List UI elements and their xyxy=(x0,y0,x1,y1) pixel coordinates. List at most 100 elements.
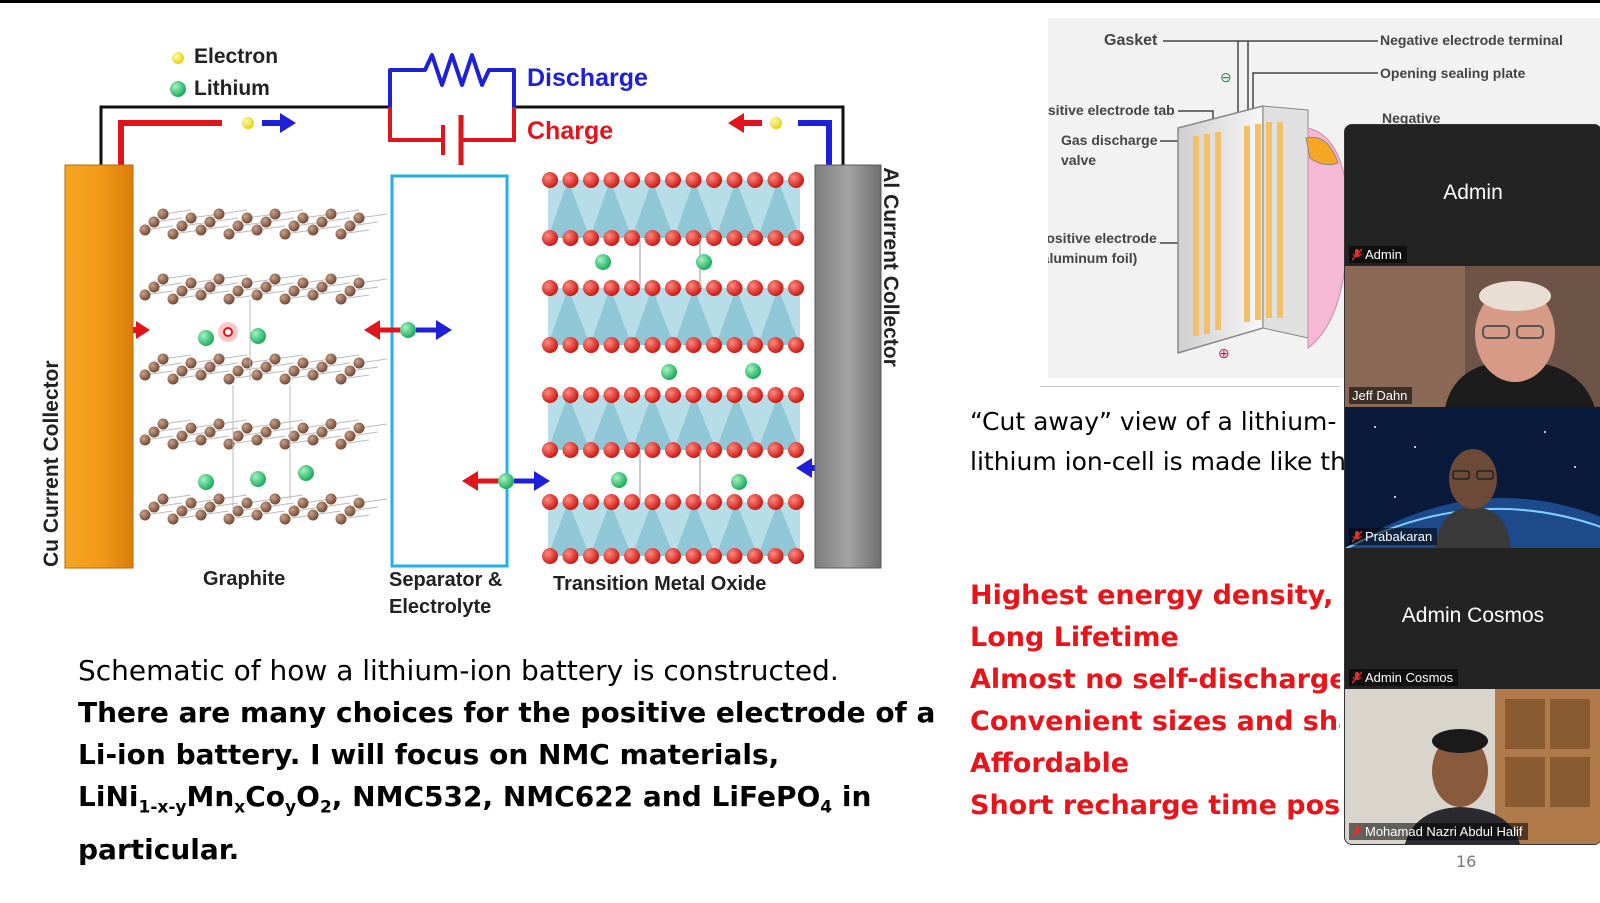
top-border xyxy=(0,0,1600,3)
external-wire-left xyxy=(99,105,390,165)
li-highlight xyxy=(223,327,233,337)
battery-schematic xyxy=(64,52,882,569)
lithium-legend-dot xyxy=(170,81,186,97)
arrow-red-sep-top xyxy=(364,320,380,340)
li-ion xyxy=(731,474,747,490)
body-line-5: particular. xyxy=(78,832,240,866)
feature-item: Long Lifetime xyxy=(970,622,1179,653)
body-line-formula: LiNi1-x-yMnxCoyO2, NMC532, NMC622 and Li… xyxy=(78,780,872,818)
participants-panel[interactable]: Admin Admin Jeff Dahn xyxy=(1344,124,1600,845)
participant-tile-jeff-dahn[interactable]: Jeff Dahn xyxy=(1345,266,1600,408)
muted-mic-icon xyxy=(1351,248,1363,261)
arrow-blue-sep-bottom xyxy=(534,471,550,491)
li-ion xyxy=(298,465,314,481)
separator-box xyxy=(390,174,509,568)
li-ion xyxy=(198,474,214,490)
svg-text:⊕: ⊕ xyxy=(1218,345,1230,361)
separator-label-2: Electrolyte xyxy=(389,596,492,618)
slide-body-text: Schematic of how a lithium-ion battery i… xyxy=(78,650,938,871)
li-ion xyxy=(696,254,712,270)
muted-mic-icon xyxy=(1351,825,1363,838)
li-ion xyxy=(611,472,627,488)
oxide-slab xyxy=(542,494,804,564)
arrow-blue-sep-top xyxy=(436,320,452,340)
arrow-blue-left-bottom xyxy=(796,458,812,478)
graphite-sheet xyxy=(139,208,388,240)
label-positive-electrode-1: Positive electrode xyxy=(1048,230,1157,246)
charge-wire-right xyxy=(461,107,516,142)
participant-tile-prabakaran[interactable]: Prabakaran xyxy=(1345,407,1600,549)
cu-current-collector xyxy=(64,164,134,569)
participant-tile-admin[interactable]: Admin Admin xyxy=(1345,125,1600,267)
body-line-2: There are many choices for the positive … xyxy=(78,696,936,729)
li-ion-sep-bottom xyxy=(498,473,514,489)
caption-line-2: lithium ion-cell is made like th xyxy=(970,447,1346,476)
participant-display-name: Admin xyxy=(1443,181,1503,204)
feature-item: Highest energy density, E xyxy=(970,580,1340,611)
oxide-label: Transition Metal Oxide xyxy=(553,573,767,595)
li-ion xyxy=(198,330,214,346)
al-collector-label: Al Current Collector xyxy=(879,167,902,367)
participant-video-jeff xyxy=(1345,266,1600,408)
label-negative-partial: Negative xyxy=(1382,110,1441,126)
participant-nametag: Mohamad Nazri Abdul Halif xyxy=(1349,823,1528,840)
electrode-stripes xyxy=(1193,122,1283,336)
svg-text:⊖: ⊖ xyxy=(1220,69,1232,85)
participant-nametag: Prabakaran xyxy=(1349,528,1438,545)
page-number: 16 xyxy=(1456,852,1477,871)
muted-mic-icon xyxy=(1351,671,1363,684)
al-current-collector xyxy=(814,164,882,569)
feature-item: Almost no self-discharge xyxy=(970,664,1340,695)
caption-line-1: “Cut away” view of a lithium- xyxy=(970,407,1337,436)
body-line-3: Li-ion battery. I will focus on NMC mate… xyxy=(78,738,780,771)
participant-video-mohamad xyxy=(1345,689,1600,844)
external-wire-right xyxy=(514,105,845,165)
legend-lithium: Lithium xyxy=(194,77,270,100)
electron-legend-dot xyxy=(172,52,184,64)
label-opening-plate: Opening sealing plate xyxy=(1380,65,1526,81)
participant-tile-mohamad-nazri[interactable]: Mohamad Nazri Abdul Halif xyxy=(1345,689,1600,844)
feature-item: Convenient sizes and sha xyxy=(970,706,1340,737)
arrow-blue-right-top xyxy=(280,113,296,133)
arrow-red-sep-bottom xyxy=(462,471,478,491)
label-gas-valve-1: Gas discharge xyxy=(1061,132,1158,148)
oxide-layers xyxy=(542,172,804,564)
cutaway-caption: “Cut away” view of a lithium- lithium io… xyxy=(970,402,1350,482)
participant-tile-admin-cosmos[interactable]: Admin Cosmos Admin Cosmos xyxy=(1345,548,1600,690)
charge-wire-left xyxy=(388,107,443,142)
li-ion xyxy=(595,254,611,270)
separator-label-1: Separator & xyxy=(389,569,503,591)
figure-underline xyxy=(1040,386,1340,387)
participant-nametag: Jeff Dahn xyxy=(1349,387,1413,404)
li-ion xyxy=(661,364,677,380)
resistor-symbol xyxy=(388,53,516,107)
label-positive-electrode-2: (aluminum foil) xyxy=(1048,250,1138,266)
participant-display-name: Admin Cosmos xyxy=(1401,604,1545,627)
li-ion xyxy=(745,363,761,379)
label-negative-terminal: Negative electrode terminal xyxy=(1380,32,1563,48)
cu-collector-label: Cu Current Collector xyxy=(40,360,63,567)
muted-mic-icon xyxy=(1351,530,1363,543)
label-gas-valve-2: valve xyxy=(1061,152,1097,168)
electron-left xyxy=(242,117,254,129)
graphite-sheet xyxy=(139,493,388,525)
graphite-sheet xyxy=(139,273,388,305)
charge-label: Charge xyxy=(527,117,614,145)
oxide-slab xyxy=(542,172,804,246)
graphite-sheet xyxy=(139,418,388,450)
features-list: Highest energy density, E Long Lifetime … xyxy=(970,575,1340,827)
oxide-slab xyxy=(542,280,804,353)
feature-item: Affordable xyxy=(970,748,1130,779)
participant-nametag: Admin Cosmos xyxy=(1349,669,1459,686)
oxide-slab xyxy=(542,387,804,458)
li-ion-sep-top xyxy=(400,322,416,338)
discharge-label: Discharge xyxy=(527,64,648,92)
electron-right xyxy=(770,117,782,129)
graphite-label: Graphite xyxy=(203,568,286,590)
feature-item: Short recharge time possi xyxy=(970,790,1340,821)
li-ion xyxy=(250,328,266,344)
participant-nametag: Admin xyxy=(1349,246,1407,263)
cell-cutaway-drawing: ⊖ ⊕ xyxy=(1160,40,1378,361)
body-line-1: Schematic of how a lithium-ion battery i… xyxy=(78,654,839,687)
legend-electron: Electron xyxy=(194,45,279,68)
